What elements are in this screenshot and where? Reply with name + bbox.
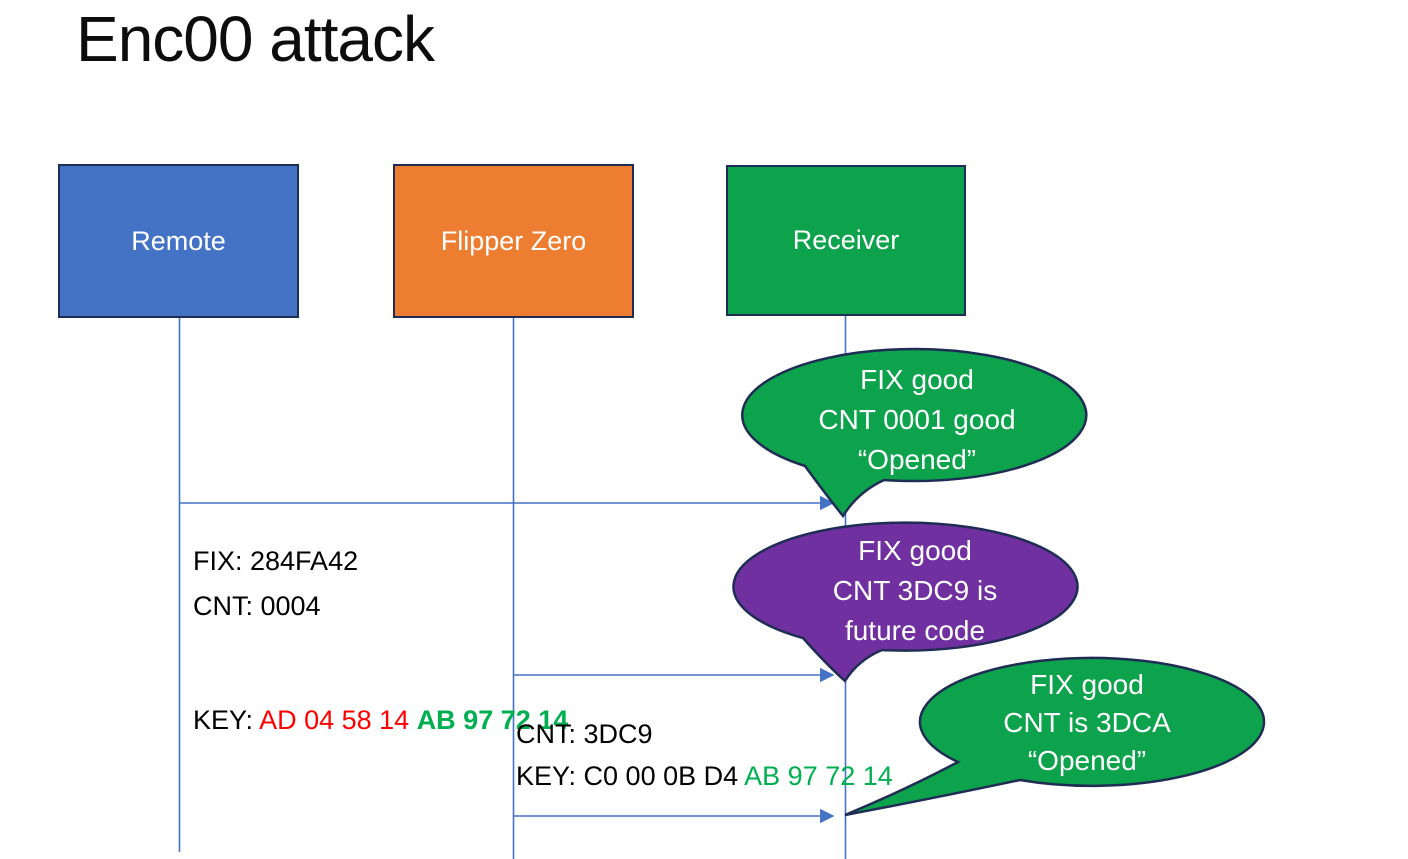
callout-2-text: FIX good CNT 3DC9 is future code — [743, 531, 1087, 651]
text-segment: KEY: C0 00 0B D4 — [516, 761, 745, 791]
callout-bubble-1 — [741, 347, 1088, 519]
message-2-label-below: KEY: C0 00 0B D4 AB 97 72 14 — [516, 681, 893, 859]
text-segment: FIX: 284FA42 — [193, 546, 359, 576]
callout-line: CNT 3DC9 is — [832, 575, 998, 606]
callout-line: CNT 0001 good — [818, 404, 1016, 435]
callout-3-text: FIX good CNT is 3DCA “Opened” — [915, 666, 1259, 780]
slide-title: Enc00 attack — [76, 3, 435, 75]
text-segment: AB 97 72 14 — [416, 705, 569, 735]
text-segment: CNT: 0004 — [193, 591, 321, 621]
message-line: CNT: 0004 — [193, 587, 568, 625]
message-1-label-below: CNT: 0004 KEY: AD 04 58 14 AB 97 72 14 — [193, 511, 568, 815]
message-3-label-below: KEY: C0 02 8A 33 AB 97 72 14 — [516, 820, 887, 859]
callout-1-text: FIX good CNT 0001 good “Opened” — [745, 360, 1089, 480]
actor-box-remote: Remote — [58, 164, 299, 318]
callout-line: FIX good — [858, 535, 972, 566]
text-segment: KEY: — [193, 705, 260, 735]
message-line: FIX: 284FA42 — [193, 542, 358, 580]
callout-bubble-2 — [732, 521, 1079, 683]
actor-box-receiver: Receiver — [726, 165, 966, 316]
message-line: CNT: 3DC9 — [516, 715, 653, 753]
callout-line: FIX good — [1030, 669, 1144, 700]
actor-box-flipper-zero: Flipper Zero — [393, 164, 634, 318]
actor-label-remote: Remote — [131, 225, 226, 256]
message-1-label-above: FIX: 284FA42 — [193, 466, 358, 656]
callout-line: CNT is 3DCA — [1003, 707, 1171, 738]
actor-label-flipper-zero: Flipper Zero — [440, 225, 587, 256]
message-line: KEY: C0 00 0B D4 AB 97 72 14 — [516, 757, 893, 795]
text-segment: AD 04 58 14 — [259, 705, 417, 735]
callout-line: future code — [844, 615, 986, 646]
callout-bubble-3 — [844, 656, 1266, 817]
message-2-label-above: CNT: 3DC9 — [516, 639, 653, 829]
callout-line: FIX good — [860, 364, 974, 395]
text-segment: CNT: 3DC9 — [516, 719, 653, 749]
message-line: KEY: AD 04 58 14 AB 97 72 14 — [193, 701, 568, 739]
callout-line: “Opened” — [857, 444, 977, 475]
actor-label-receiver: Receiver — [792, 225, 900, 255]
text-segment: AB 97 72 14 — [744, 761, 893, 791]
callout-line: “Opened” — [1027, 745, 1147, 776]
